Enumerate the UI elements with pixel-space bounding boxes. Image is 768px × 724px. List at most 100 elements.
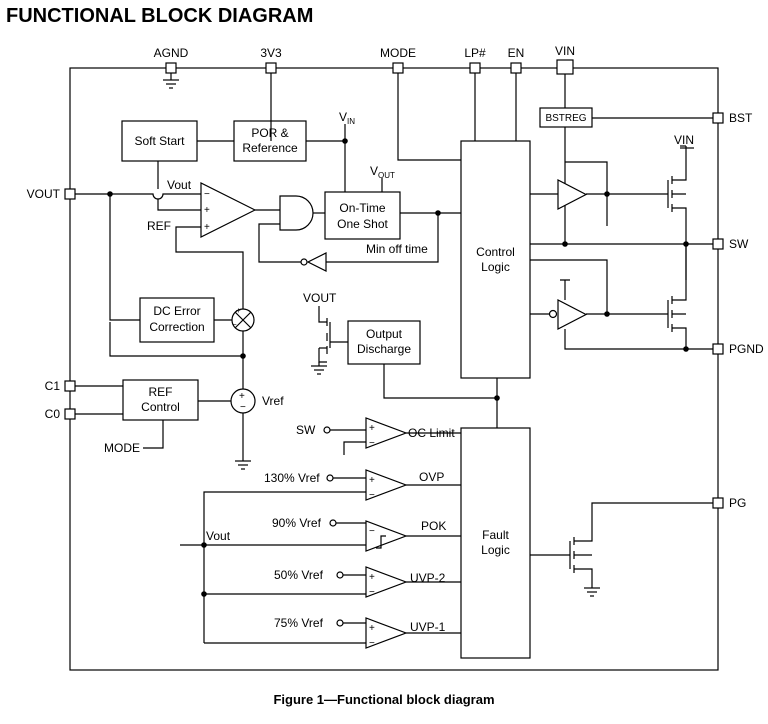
and-gate [279,195,314,231]
ovp-comparator: + − [365,469,408,501]
svg-text:+: + [239,391,245,402]
vref-label: Vref [262,394,284,408]
error-comparator: − + + [200,182,257,238]
pin-pgnd: PGND [712,342,764,356]
pin-sw: SW [712,237,749,251]
pin-label-pg: PG [729,496,746,510]
svg-text:+: + [369,475,375,486]
pin-vout: VOUT [27,187,76,201]
svg-text:−: − [369,587,375,598]
wire-ref [175,226,244,309]
svg-text:DC Error: DC Error [153,304,200,318]
wire-vout-comparator [75,193,201,200]
uvp1-label: UVP-1 [410,620,446,634]
discharge-mosfet [318,306,348,363]
pin-label-bst: BST [729,111,753,125]
wire-ls-feedback [530,259,608,314]
pin-en: EN [508,46,525,74]
svg-text:−: − [204,189,210,200]
low-side-driver [557,299,588,330]
svg-text:Correction: Correction [149,320,204,334]
wire-vout-dc [109,194,140,321]
svg-text:BSTREG: BSTREG [545,113,586,124]
figure-caption: Figure 1—Functional block diagram [273,692,494,707]
ovp-input-label: 130% Vref [264,471,320,485]
svg-text:Discharge: Discharge [357,342,411,356]
wire-pgnd [564,329,713,350]
pin-label-vout: VOUT [27,187,61,201]
fault-logic-block: Fault Logic [460,427,531,659]
svg-text:−: − [369,638,375,649]
on-time-one-shot-block: On-Time One Shot [324,191,401,240]
uvp1-comparator: + − [365,617,408,649]
wire-discharge-fault [383,364,497,399]
svg-text:+: + [204,205,210,216]
svg-text:−: − [369,526,375,537]
high-side-driver [557,179,588,210]
pin-label-en: EN [508,46,525,60]
pin-3v3: 3V3 [260,46,282,74]
vout-ot-label: VOUT [370,164,395,180]
svg-text:−: − [369,490,375,501]
svg-text:−: − [369,438,375,449]
svg-text:+: + [236,306,241,315]
wire-ovp-in [203,477,366,497]
ref-label: REF [147,219,171,233]
vin-label: VIN [339,110,355,126]
svg-text:+: + [369,423,375,434]
pin-label-c0: C0 [45,407,61,421]
wire-3v3 [270,73,345,142]
svg-text:Logic: Logic [481,260,510,274]
pin-label-vin: VIN [555,44,575,58]
wire-uvp1-in [204,622,366,644]
svg-text:−: − [232,320,237,329]
pin-c0: C0 [45,407,76,421]
uvp2-comparator: + − [365,566,408,598]
wire-buffer-gate [258,223,301,263]
vin-hs-label: VIN [674,133,694,147]
soft-start-block: Soft Start [121,120,198,162]
vout-internal-label: Vout [167,178,192,192]
wire-softstart-comparator [157,161,201,211]
wire-hs-bias [565,161,608,226]
pin-label-3v3: 3V3 [260,46,282,60]
vref-source: + − [230,388,256,414]
pin-bst: BST [712,111,753,125]
oc-limit-label: OC Limit [408,426,455,440]
svg-text:Logic: Logic [481,543,510,557]
pok-comparator: − [365,520,408,552]
ovp-label: OVP [419,470,444,484]
pin-label-sw: SW [729,237,749,251]
pin-agnd: AGND [154,46,189,89]
min-off-label: Min off time [366,242,428,256]
wire-mode [397,73,461,161]
svg-text:POR &: POR & [251,126,288,140]
high-side-mosfet [667,145,687,244]
low-side-mosfet [667,244,687,349]
pin-lp: LP# [464,46,486,74]
svg-text:On-Time: On-Time [339,201,386,215]
svg-text:Fault: Fault [482,528,509,542]
pin-mode: MODE [380,46,416,74]
control-logic-block: Control Logic [460,140,531,379]
bstreg-block: BSTREG [539,107,593,128]
svg-text:+: + [369,623,375,634]
wire-vout-bus [180,497,366,643]
oc-limit-comparator: + − [365,417,408,449]
pg-mosfet [569,502,713,580]
output-discharge-block: Output Discharge [347,320,421,365]
pok-input-label: 90% Vref [272,516,322,530]
svg-text:−: − [240,402,246,413]
svg-text:REF: REF [149,385,173,399]
uvp1-input-label: 75% Vref [274,616,324,630]
wire-uvp2-in [204,574,366,595]
pin-label-lp: LP# [464,46,486,60]
svg-text:Control: Control [141,400,180,414]
pin-pg: PG [712,496,746,510]
ref-control-block: REF Control [122,379,199,421]
pin-label-mode: MODE [380,46,416,60]
wire-ls-supply [560,279,570,300]
vout-fault-label: Vout [206,529,231,543]
svg-text:+: + [369,572,375,583]
